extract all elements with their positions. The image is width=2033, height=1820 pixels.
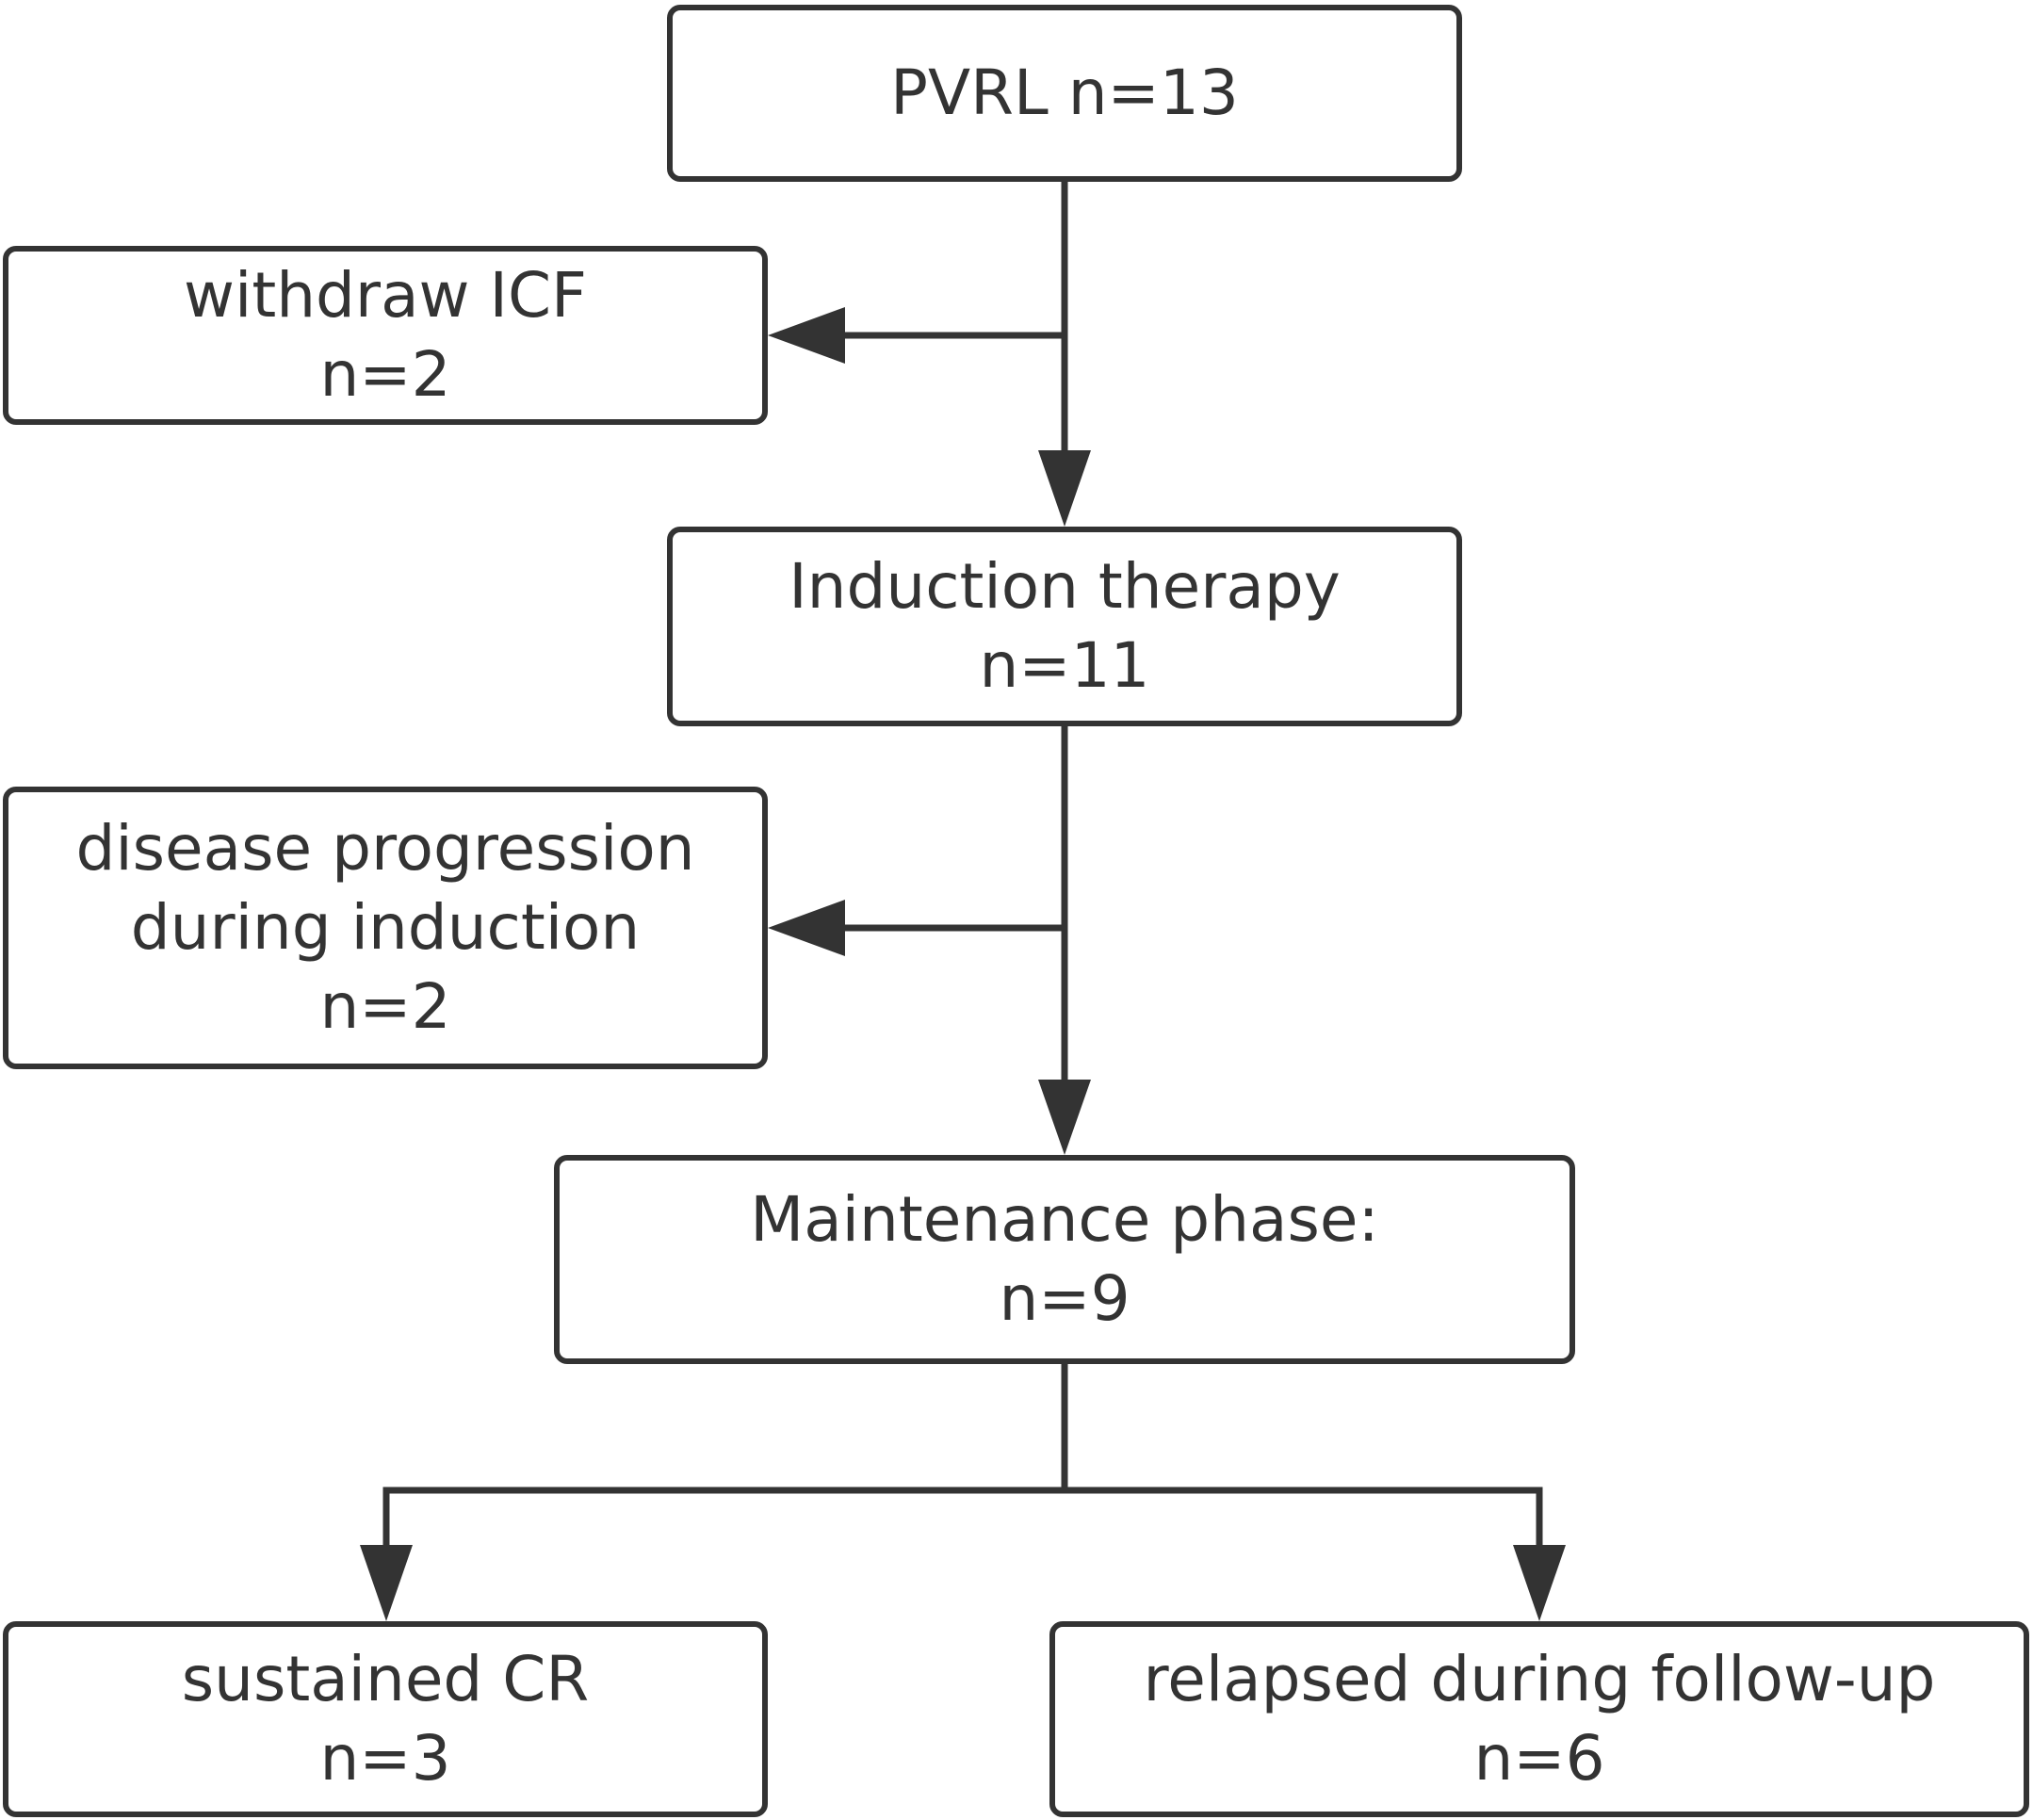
arrowhead-down-icon: [1513, 1545, 1566, 1621]
arrowhead-down-icon: [1038, 450, 1091, 527]
node-label: withdraw ICF: [184, 259, 587, 332]
node-withdraw-icf: withdraw ICF n=2: [3, 246, 768, 425]
node-count: n=2: [319, 970, 451, 1043]
node-label: relapsed during follow-up: [1143, 1643, 1936, 1715]
node-count: n=3: [319, 1722, 451, 1795]
arrowhead-left-icon: [768, 307, 845, 364]
node-label: PVRL n=13: [890, 57, 1239, 129]
node-count: n=9: [999, 1262, 1130, 1335]
node-label: sustained CR: [181, 1643, 590, 1715]
node-count: n=6: [1473, 1722, 1605, 1795]
node-sustained-cr: sustained CR n=3: [3, 1621, 768, 1817]
node-relapsed: relapsed during follow-up n=6: [1049, 1621, 2029, 1817]
node-pvrl: PVRL n=13: [667, 5, 1462, 182]
node-disease-progression: disease progression during induction n=2: [3, 787, 768, 1069]
node-induction-therapy: Induction therapy n=11: [667, 527, 1462, 726]
edge-maintenance-to-sustained: [382, 1487, 1068, 1551]
node-maintenance-phase: Maintenance phase: n=9: [554, 1155, 1575, 1364]
arrowhead-left-icon: [768, 900, 845, 956]
node-count: n=2: [319, 338, 451, 411]
node-label: disease progression: [75, 812, 695, 885]
node-label: Induction therapy: [789, 550, 1341, 623]
node-label-line-2: during induction: [130, 891, 641, 964]
node-label: Maintenance phase:: [750, 1183, 1379, 1256]
arrowhead-down-icon: [360, 1545, 413, 1621]
arrowhead-down-icon: [1038, 1080, 1091, 1155]
node-count: n=11: [979, 629, 1150, 702]
edge-maintenance-to-relapsed: [1061, 1487, 1543, 1551]
